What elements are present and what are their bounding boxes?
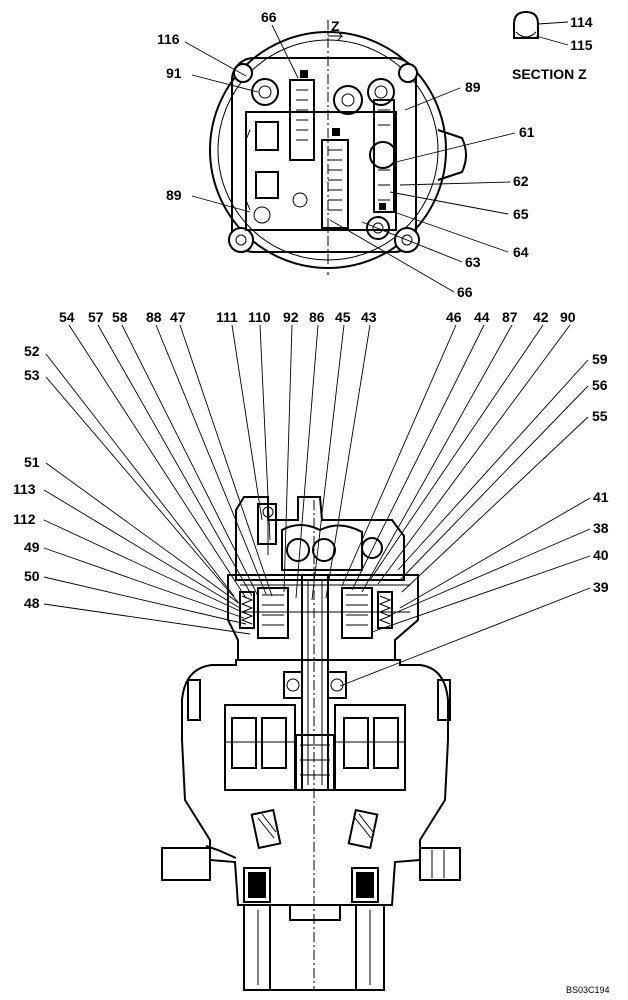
top-spool-right	[373, 99, 395, 213]
port-left	[161, 847, 211, 881]
top-right-port	[369, 141, 397, 169]
callout-46: 46	[446, 309, 462, 325]
callout-61: 61	[519, 124, 535, 140]
top-flange	[231, 57, 417, 253]
main-casing	[181, 659, 449, 921]
callout-54: 54	[59, 309, 75, 325]
callout-65: 65	[513, 206, 529, 222]
callout-44: 44	[474, 309, 490, 325]
top-port-boss	[437, 129, 467, 181]
callout-89-left: 89	[166, 187, 182, 203]
upper-bearings	[283, 671, 347, 699]
callout-63: 63	[465, 254, 481, 270]
relief-valve-cap	[257, 503, 277, 545]
callout-50: 50	[24, 568, 40, 584]
main-cross-section	[161, 496, 461, 991]
callout-41: 41	[593, 489, 609, 505]
callout-116: 116	[157, 31, 180, 47]
callout-90: 90	[560, 309, 576, 325]
right-lug	[437, 679, 451, 721]
callout-52: 52	[24, 343, 40, 359]
callout-113: 113	[13, 481, 36, 497]
callout-86: 86	[309, 309, 325, 325]
callout-111: 111	[216, 309, 238, 325]
section-z-label: SECTION Z	[512, 66, 587, 82]
callout-114: 114	[570, 14, 593, 30]
top-valve-port-left	[255, 121, 279, 151]
valve-passage	[281, 524, 363, 571]
callout-49: 49	[24, 539, 40, 555]
callout-88: 88	[146, 309, 162, 325]
callout-51: 51	[24, 454, 40, 470]
callout-53: 53	[24, 367, 40, 383]
sun-gear	[295, 734, 335, 791]
callout-91: 91	[166, 65, 182, 81]
top-spool-left	[289, 79, 315, 161]
callout-47: 47	[170, 309, 186, 325]
callout-55: 55	[592, 408, 608, 424]
motor-housing-upper	[227, 574, 419, 661]
drawing-code: BS03C194	[566, 985, 610, 995]
callout-45: 45	[335, 309, 351, 325]
section-arrow-z	[328, 31, 344, 41]
callout-58: 58	[112, 309, 128, 325]
callout-39: 39	[593, 579, 609, 595]
callout-110: 110	[248, 309, 271, 325]
callout-115: 115	[570, 37, 593, 53]
callout-66-top: 66	[261, 9, 277, 25]
callout-112: 112	[13, 511, 36, 527]
central-shaft	[301, 574, 329, 791]
callout-48: 48	[24, 595, 40, 611]
callout-87: 87	[502, 309, 518, 325]
callout-40: 40	[593, 547, 609, 563]
left-lug	[187, 679, 201, 721]
top-corner-bolts	[228, 63, 420, 253]
top-spool-center	[321, 139, 349, 229]
piston-left	[257, 587, 289, 639]
section-marker-z: Z	[331, 18, 340, 34]
callout-62: 62	[513, 173, 529, 189]
top-view-section: Z	[209, 18, 467, 275]
callout-59: 59	[592, 351, 608, 367]
callout-57: 57	[88, 309, 104, 325]
callout-42: 42	[533, 309, 549, 325]
spring-right	[377, 591, 393, 629]
leader-lines	[43, 24, 591, 687]
callout-38: 38	[593, 520, 609, 536]
port-right	[419, 847, 461, 881]
callout-labels: 114 115 116 66 91 89 61 62 89 65 64 63 6…	[13, 9, 610, 995]
callout-89-right: 89	[465, 79, 481, 95]
callout-56: 56	[592, 377, 608, 393]
callout-92: 92	[283, 309, 299, 325]
callout-64: 64	[513, 244, 529, 260]
spring-left	[239, 591, 255, 629]
callout-66-bottom: 66	[457, 284, 473, 300]
piston-right	[341, 587, 373, 639]
lower-bearings	[243, 808, 379, 903]
section-z-detail: SECTION Z	[512, 10, 587, 82]
callout-43: 43	[361, 309, 377, 325]
top-center-port	[333, 85, 363, 115]
top-valve-port-left-2	[255, 171, 279, 199]
